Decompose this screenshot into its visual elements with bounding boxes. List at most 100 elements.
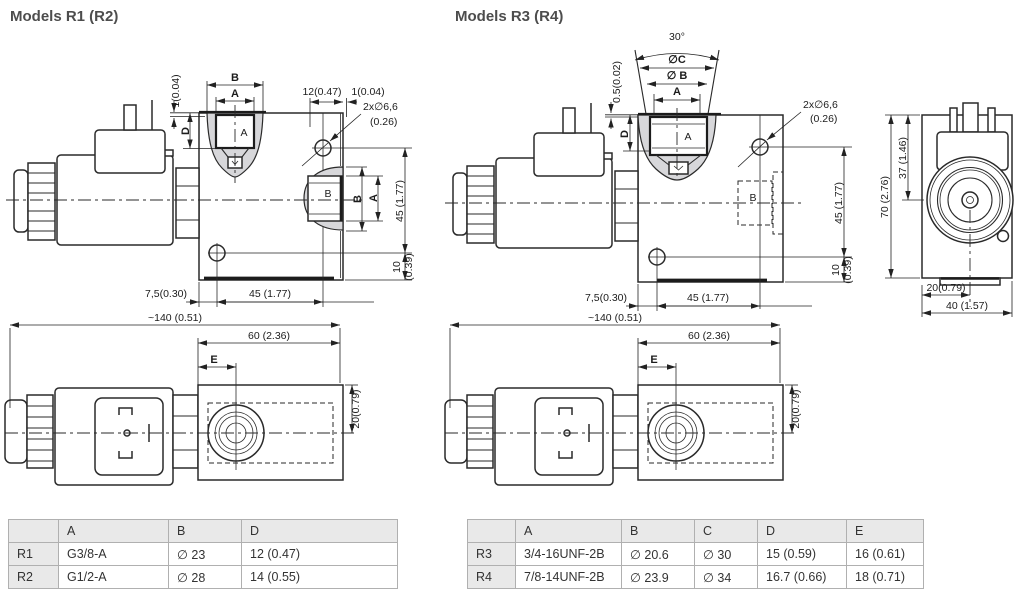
cell-a: G3/8-A bbox=[58, 542, 169, 566]
port-b-label: B bbox=[749, 192, 756, 204]
header-e: E bbox=[846, 519, 924, 543]
dim-label-c-top: ∅C bbox=[668, 54, 686, 66]
solenoid-assembly-r1 bbox=[13, 99, 200, 246]
dim-label-60: 60 (2.36) bbox=[688, 330, 730, 342]
top-port-cavity-r1: A bbox=[199, 105, 266, 183]
bottom-dimensions-r1: 7,5(0.30) 45 (1.77) bbox=[145, 282, 374, 307]
dim-label-a-side: A bbox=[368, 194, 380, 202]
cell-e: 16 (0.61) bbox=[846, 542, 924, 566]
dim-label-1-right: 1(0.04) bbox=[351, 86, 384, 98]
cell-c: ∅ 30 bbox=[694, 542, 758, 566]
dim-label-20: 20(0.79) bbox=[926, 282, 965, 294]
cell-a: G1/2-A bbox=[58, 565, 169, 589]
side-view-r1-r2-drawing: A B A 1(0.04) D 12(0.47) 1(0.04) 2x∅6,6 … bbox=[6, 72, 415, 307]
dim-label-45-bottom: 45 (1.77) bbox=[687, 292, 729, 304]
dimensions-table-r1-r2: A B D R1 G3/8-A ∅ 23 12 (0.47) R2 G1/2-A… bbox=[8, 519, 398, 589]
cell-b: ∅ 28 bbox=[168, 565, 242, 589]
header-a: A bbox=[58, 519, 169, 543]
dim-label-12: 12(0.47) bbox=[302, 86, 341, 98]
dim-label-40: 40 (1.57) bbox=[946, 300, 988, 312]
port-a-label: A bbox=[240, 127, 247, 139]
cell-d: 12 (0.47) bbox=[241, 542, 398, 566]
hole-callout-line2: (0.26) bbox=[370, 116, 397, 128]
dim-label-37: 37 (1.46) bbox=[897, 137, 909, 179]
header-blank bbox=[467, 519, 516, 543]
table-row: R3 3/4-16UNF-2B ∅ 20.6 ∅ 30 15 (0.59) 16… bbox=[467, 542, 924, 566]
dim-label-45-bottom: 45 (1.77) bbox=[249, 288, 291, 300]
header-d: D bbox=[241, 519, 398, 543]
right-dimensions-r3: 45 (1.77) 10 (0.39) bbox=[785, 147, 854, 284]
dim-label-a-top: A bbox=[231, 88, 239, 100]
dimensions-table-r3-r4: A B C D E R3 3/4-16UNF-2B ∅ 20.6 ∅ 30 15… bbox=[467, 519, 924, 589]
cell-c: ∅ 34 bbox=[694, 565, 758, 589]
header-d: D bbox=[757, 519, 847, 543]
top-view-r1-r2-drawing: ~140 (0.51) 60 (2.36) E 20(0.79) bbox=[0, 312, 362, 515]
header-a: A bbox=[515, 519, 622, 543]
dim-label-20: 20(0.79) bbox=[350, 389, 362, 428]
row-label: R1 bbox=[8, 542, 59, 566]
cell-d: 14 (0.55) bbox=[241, 565, 398, 589]
mounting-hole-callout-r1: 2x∅6,6 (0.26) bbox=[301, 101, 412, 307]
dim-label-b-side: B bbox=[352, 195, 364, 203]
cell-b: ∅ 20.6 bbox=[621, 542, 695, 566]
hole-callout-line1: 2x∅6,6 bbox=[363, 101, 398, 113]
cell-a: 7/8-14UNF-2B bbox=[515, 565, 622, 589]
top-port-cavity-r3: A bbox=[634, 49, 721, 181]
bottom-hole-r1 bbox=[208, 243, 412, 307]
dim-label-b-top: ∅ B bbox=[667, 70, 688, 82]
port-b-label: B bbox=[324, 188, 331, 200]
cell-d: 16.7 (0.66) bbox=[757, 565, 847, 589]
end-view-dimensions: 70 (2.76) 37 (1.46) 20(0.79) 40 (1.57) bbox=[879, 114, 1013, 317]
top-view-geometry-r1 bbox=[5, 325, 358, 485]
right-dimensions-r1: B A 45 (1.77) 10 (0.39) bbox=[345, 148, 415, 281]
table-header-row: A B D bbox=[8, 519, 398, 543]
dim-label-140: ~140 (0.51) bbox=[588, 312, 642, 324]
top-dimensions-r1: B A 1(0.04) D 12(0.47) 1(0.04) bbox=[170, 72, 385, 149]
dim-label-45-side: 45 (1.77) bbox=[833, 182, 845, 224]
top-view-geometry-r3 bbox=[445, 325, 798, 485]
header-b: B bbox=[168, 519, 242, 543]
dim-label-e: E bbox=[650, 354, 657, 366]
cell-a: 3/4-16UNF-2B bbox=[515, 542, 622, 566]
dim-label-20: 20(0.79) bbox=[790, 389, 802, 428]
dim-label-a-top: A bbox=[673, 86, 681, 98]
header-blank bbox=[8, 519, 59, 543]
row-label: R3 bbox=[467, 542, 516, 566]
dim-label-10: 10 bbox=[391, 261, 403, 273]
table-row: R2 G1/2-A ∅ 28 14 (0.55) bbox=[8, 565, 398, 589]
top-dimensions-r3: 30° ∅C ∅ B A 0.5(0.02) D bbox=[605, 31, 720, 152]
dim-label-10-in: (0.39) bbox=[842, 256, 854, 283]
port-a-label: A bbox=[684, 131, 691, 143]
dim-label-e: E bbox=[210, 354, 217, 366]
dim-label-10-in: (0.39) bbox=[403, 253, 415, 280]
dim-label-45-side: 45 (1.77) bbox=[394, 180, 406, 222]
cell-b: ∅ 23 bbox=[168, 542, 242, 566]
header-b: B bbox=[621, 519, 695, 543]
side-view-r3-r4-drawing: A 30° ∅C ∅ B A 0.5(0.02) D 2x∅6,6 (0.26)… bbox=[445, 31, 854, 311]
bottom-hole-r3 bbox=[648, 247, 852, 311]
dim-label-1-left: 1(0.04) bbox=[170, 74, 182, 107]
title-models-r1-r2: Models R1 (R2) bbox=[10, 8, 119, 25]
top-view-r3-r4-drawing: ~140 (0.51) 60 (2.36) E 20(0.79) bbox=[440, 312, 802, 515]
dim-label-05-left: 0.5(0.02) bbox=[611, 61, 623, 103]
cell-d: 15 (0.59) bbox=[757, 542, 847, 566]
dim-label-75-bottom: 7,5(0.30) bbox=[145, 288, 187, 300]
row-label: R4 bbox=[467, 565, 516, 589]
mounting-hole-callout-r3: 2x∅6,6 (0.26) bbox=[737, 99, 852, 309]
hole-callout-line2: (0.26) bbox=[810, 113, 837, 125]
dim-label-75-bottom: 7,5(0.30) bbox=[585, 292, 627, 304]
solenoid-assembly-r3 bbox=[452, 102, 639, 249]
row-label: R2 bbox=[8, 565, 59, 589]
dim-label-d: D bbox=[619, 130, 631, 138]
table-row: R4 7/8-14UNF-2B ∅ 23.9 ∅ 34 16.7 (0.66) … bbox=[467, 565, 924, 589]
end-view-drawing: 70 (2.76) 37 (1.46) 20(0.79) 40 (1.57) bbox=[879, 102, 1014, 317]
dim-label-d: D bbox=[180, 127, 192, 135]
dim-label-30deg: 30° bbox=[669, 31, 685, 43]
cell-b: ∅ 23.9 bbox=[621, 565, 695, 589]
bottom-dimensions-r3: 7,5(0.30) 45 (1.77) bbox=[585, 284, 812, 311]
dim-label-b-top: B bbox=[231, 72, 239, 84]
dim-label-140: ~140 (0.51) bbox=[148, 312, 202, 324]
dim-label-10: 10 bbox=[830, 264, 842, 276]
dim-label-60: 60 (2.36) bbox=[248, 330, 290, 342]
